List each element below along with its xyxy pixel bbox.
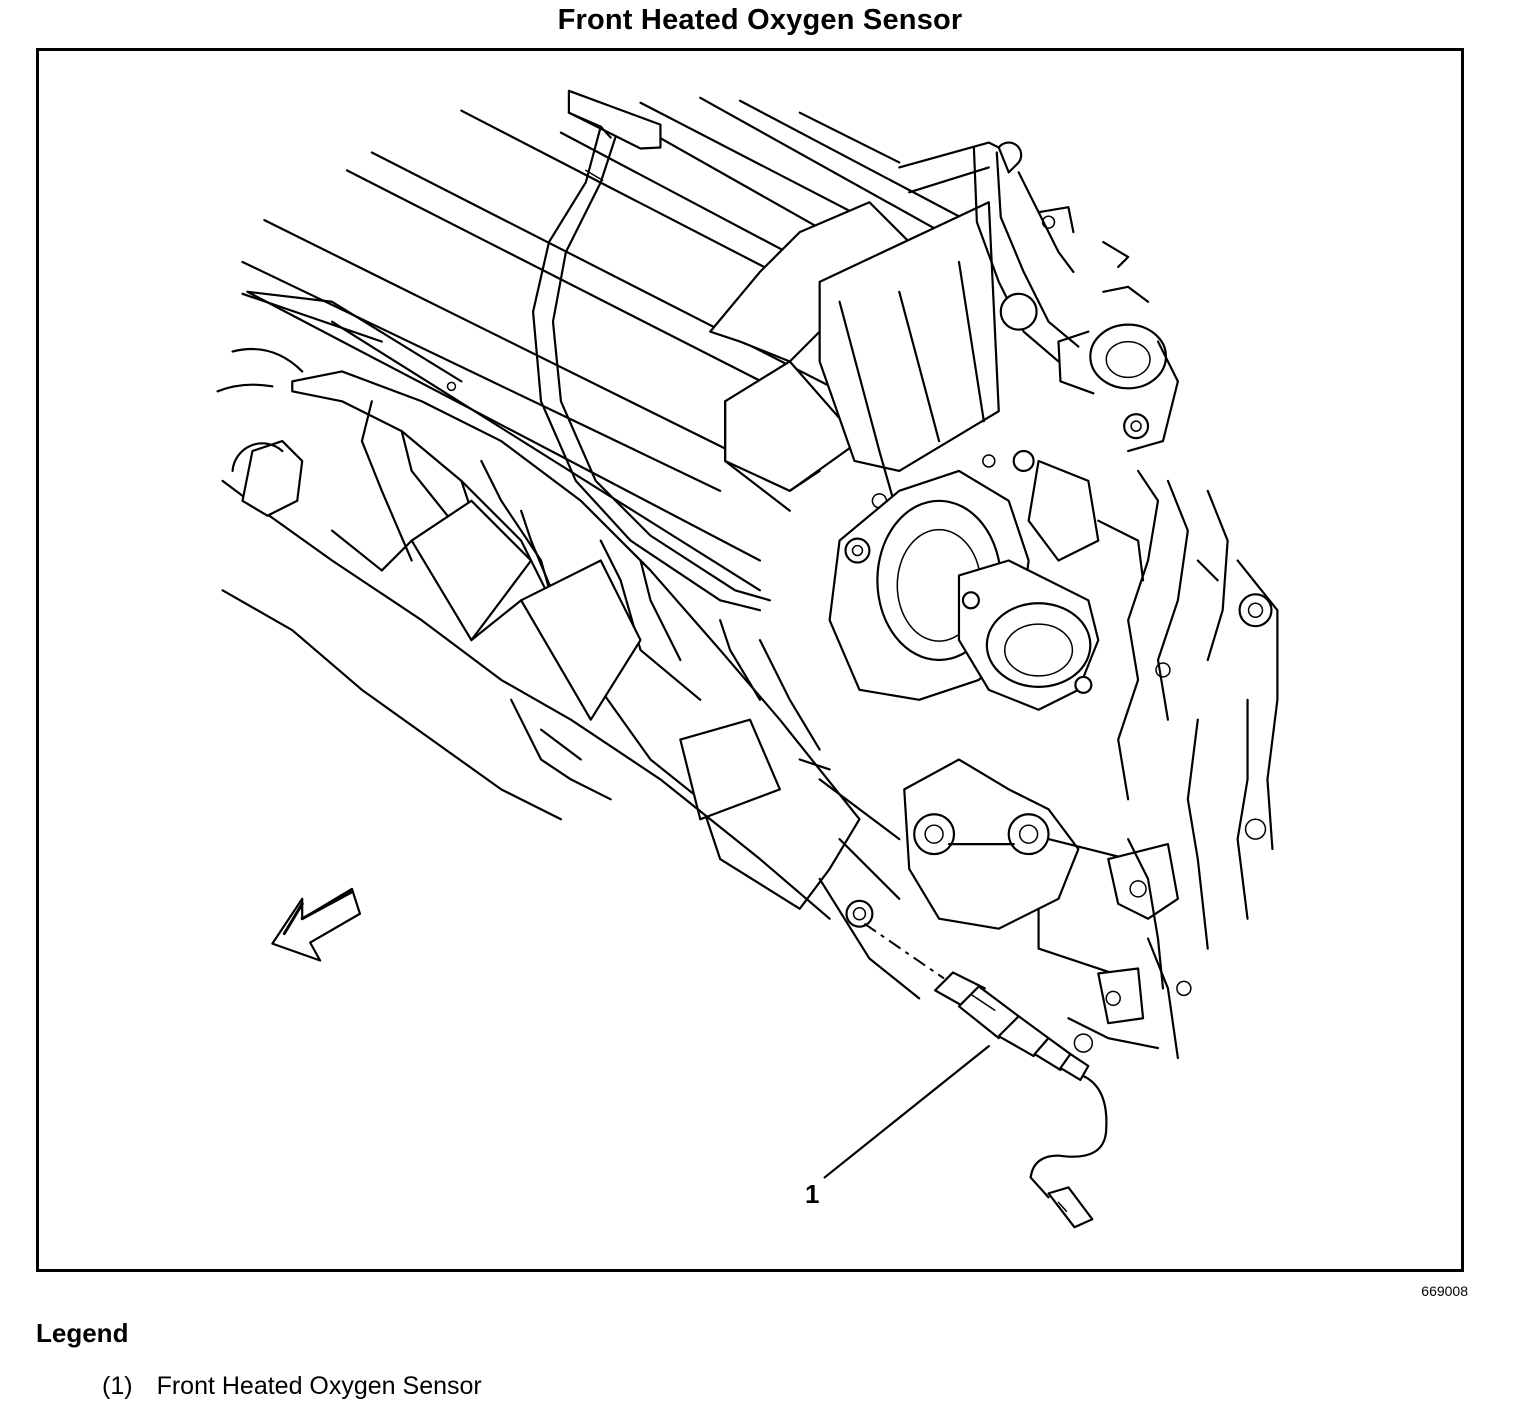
- callout-leader-line: [823, 1045, 990, 1179]
- legend-heading: Legend: [36, 1318, 129, 1348]
- engine-line-drawing: [216, 89, 1279, 1229]
- callout-number-1: 1: [805, 1179, 820, 1209]
- intake-manifold-lines: [241, 96, 990, 592]
- legend-item: (1) Front Heated Oxygen Sensor: [102, 1372, 482, 1401]
- sensor-wire: [1029, 1074, 1108, 1229]
- hoses: [898, 141, 1080, 363]
- throttle-body: [828, 449, 1171, 711]
- ignition-cover: [709, 201, 1000, 522]
- lower-brackets: [903, 758, 1192, 1060]
- exhaust-downpipe: [818, 838, 921, 1000]
- engine-illustration-frame: 1: [36, 48, 1464, 1272]
- oxygen-sensor-icon: [933, 971, 1090, 1082]
- dipstick: [531, 89, 771, 612]
- engine-block: [216, 347, 901, 920]
- legend-list: (1) Front Heated Oxygen Sensor: [102, 1372, 482, 1401]
- direction-arrow-icon: [271, 887, 362, 962]
- exhaust-manifold: [291, 370, 861, 910]
- legend-item-label: Front Heated Oxygen Sensor: [156, 1372, 482, 1400]
- page-title: Front Heated Oxygen Sensor: [557, 4, 963, 36]
- installation-path-line: [863, 922, 945, 980]
- legend-item-number: (1): [102, 1372, 133, 1400]
- coolant-outlet: [1057, 240, 1179, 453]
- accessory-drive: [1117, 469, 1279, 990]
- figure-code: 669008: [1421, 1283, 1468, 1299]
